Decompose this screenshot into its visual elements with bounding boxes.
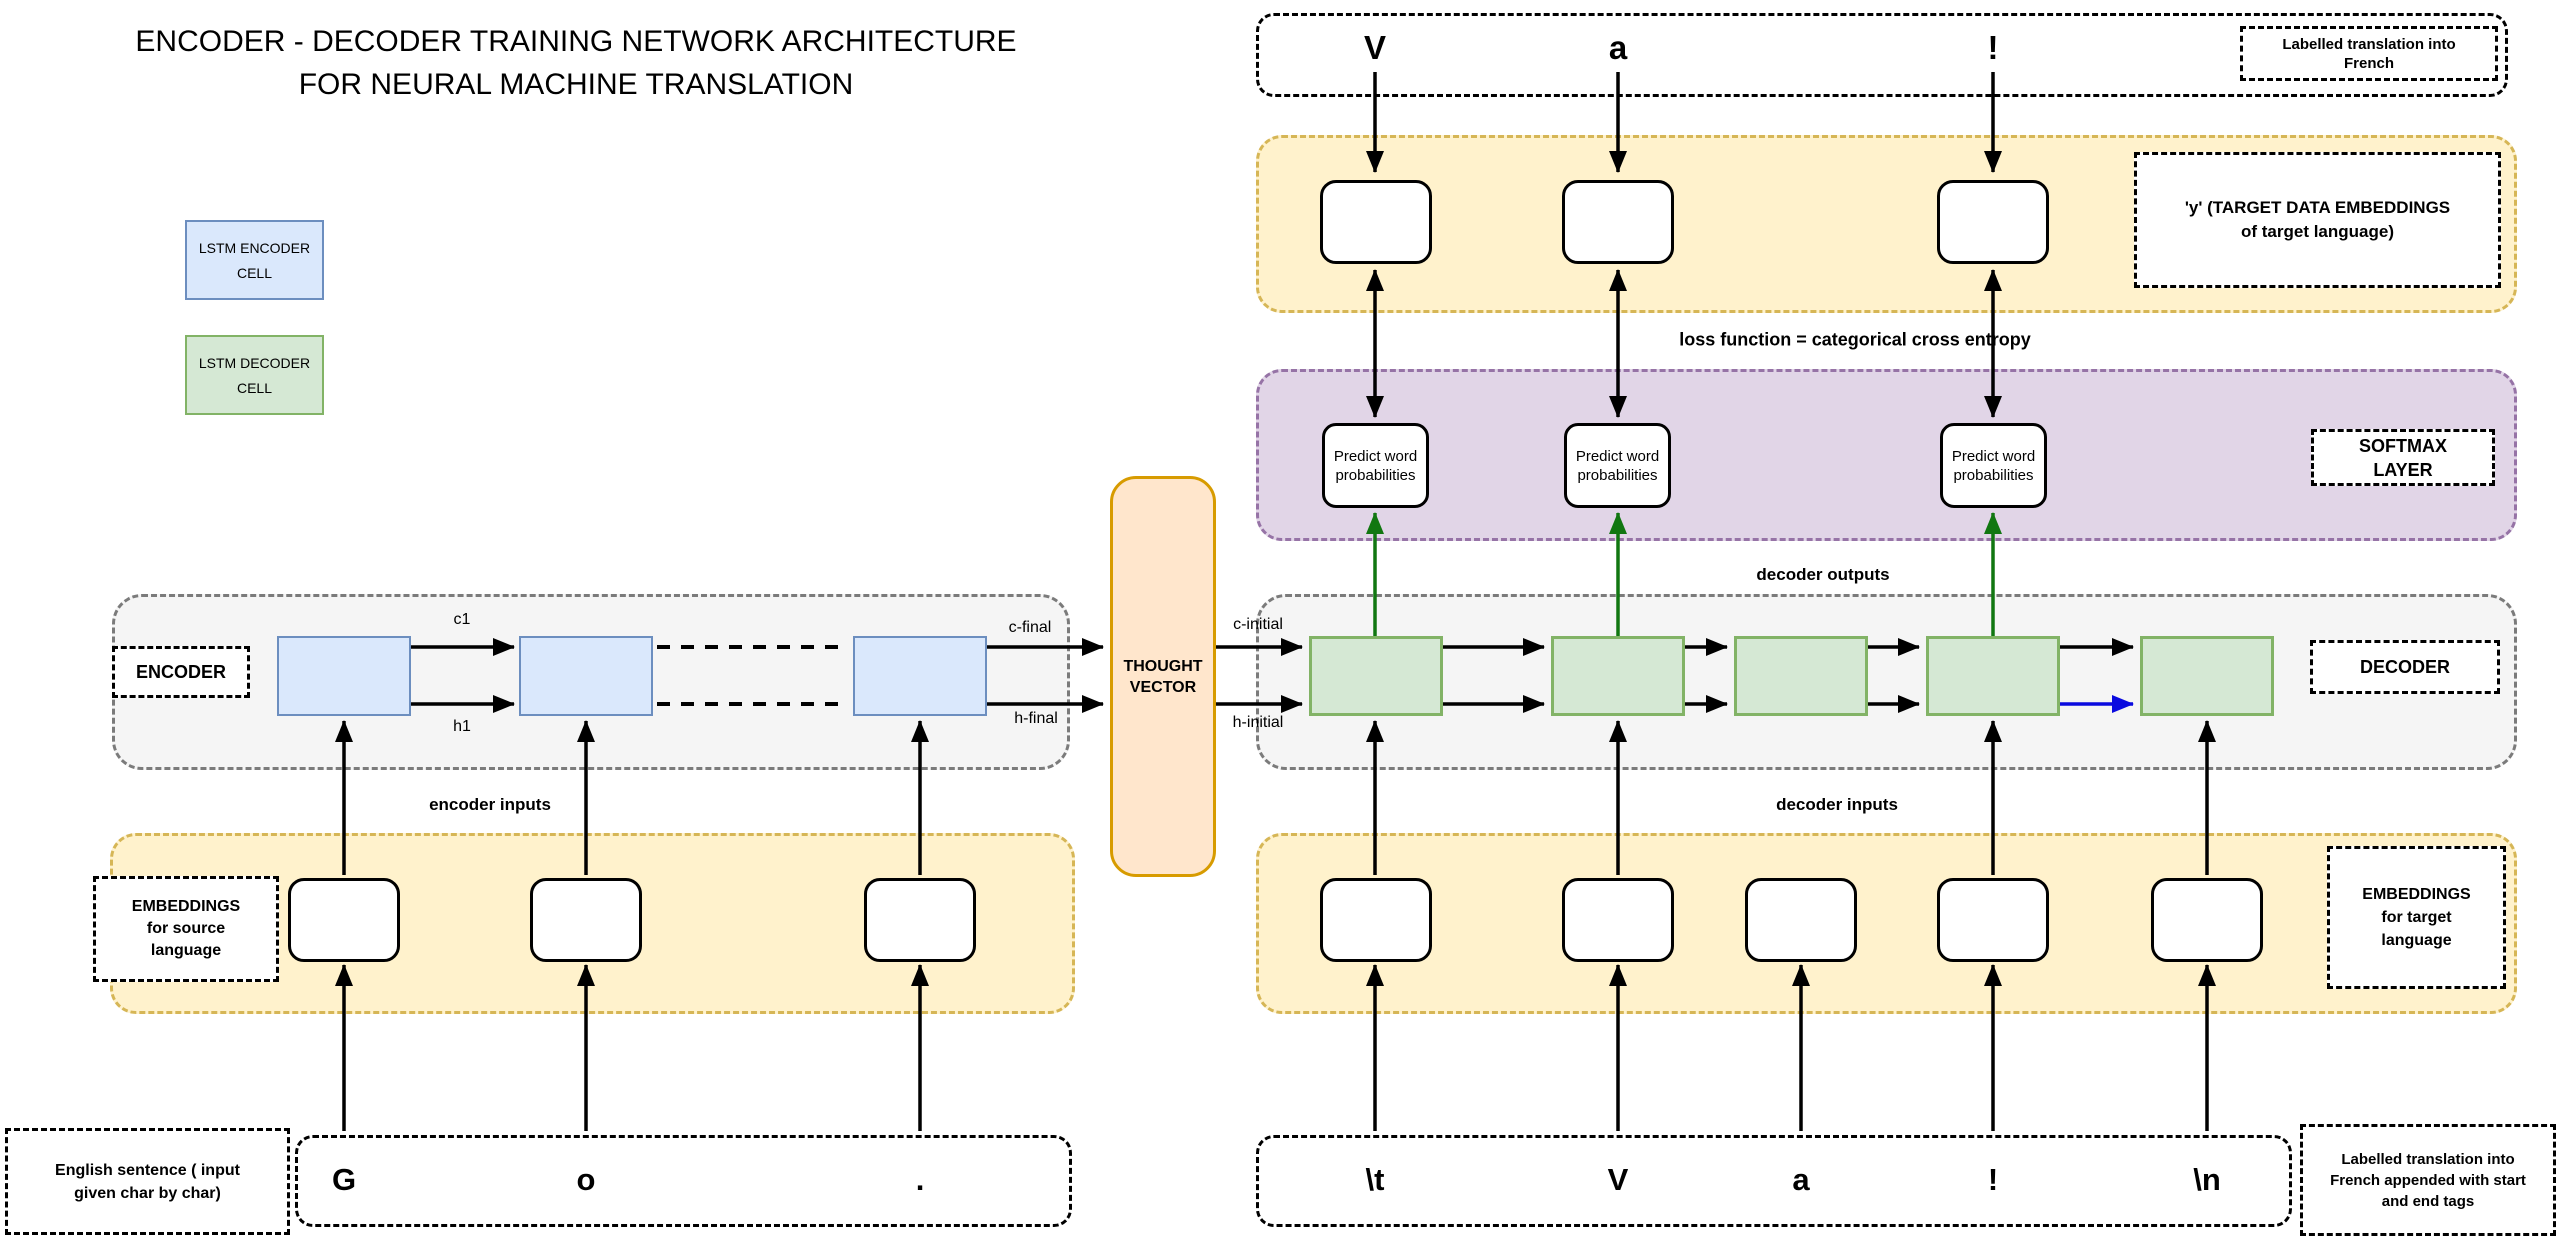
embedding-box	[1745, 878, 1857, 962]
input-char: \n	[2193, 1162, 2221, 1197]
source-sentence-row	[295, 1135, 1072, 1227]
c-final-label: c-final	[1008, 619, 1052, 636]
lstm-decoder-cell	[1309, 636, 1443, 716]
lstm-decoder-cell	[1926, 636, 2060, 716]
y-embeddings-label: 'y' (TARGET DATA EMBEDDINGS of target la…	[2134, 152, 2501, 288]
h-final-label: h-final	[1014, 710, 1058, 727]
lstm-decoder-cell	[2140, 636, 2274, 716]
legend-decoder-line1: LSTM DECODER	[198, 354, 311, 371]
legend-decoder-line2: CELL	[236, 379, 273, 396]
decoder-label: DECODER	[2310, 640, 2500, 694]
lstm-encoder-cell	[519, 636, 653, 716]
embedding-box	[1937, 878, 2049, 962]
labelled-output-row	[1256, 13, 2508, 97]
source-embeddings-label: EMBEDDINGS for source language	[93, 876, 279, 982]
input-char: !	[1987, 1162, 1999, 1197]
input-char: .	[915, 1162, 925, 1197]
input-char: a	[1792, 1162, 1810, 1197]
lstm-decoder-cell	[1734, 636, 1868, 716]
input-char: \t	[1365, 1162, 1385, 1197]
c1-label: c1	[453, 611, 471, 628]
target-embedding-box	[1562, 180, 1674, 264]
h1-label: h1	[453, 718, 471, 735]
softmax-layer-row	[1256, 369, 2517, 541]
embedding-box	[864, 878, 976, 962]
input-char: G	[331, 1162, 357, 1197]
target-sentence-row	[1256, 1135, 2292, 1227]
output-char: !	[1987, 29, 1999, 66]
embedding-box	[2151, 878, 2263, 962]
target-embedding-box	[1320, 180, 1432, 264]
predict-word-probabilities-box: Predict word probabilities	[1322, 423, 1429, 508]
legend-lstm-encoder-cell: LSTM ENCODER CELL	[185, 220, 324, 300]
legend-encoder-line1: LSTM ENCODER	[198, 239, 311, 256]
softmax-layer-label: SOFTMAX LAYER	[2311, 429, 2495, 486]
labelled-translation-note: Labelled translation into French	[2240, 26, 2498, 81]
decoder-inputs-label: decoder inputs	[1776, 795, 1898, 814]
h-initial-label: h-initial	[1232, 714, 1284, 731]
lstm-decoder-cell	[1551, 636, 1685, 716]
c-initial-label: c-initial	[1233, 616, 1283, 633]
legend-lstm-decoder-cell: LSTM DECODER CELL	[185, 335, 324, 415]
embedding-box	[1320, 878, 1432, 962]
thought-vector-box: THOUGHT VECTOR	[1110, 476, 1216, 877]
encoder-inputs-label: encoder inputs	[429, 795, 551, 814]
decoder-row	[1256, 594, 2517, 770]
embedding-box	[530, 878, 642, 962]
legend-encoder-line2: CELL	[236, 264, 273, 281]
output-char: a	[1608, 29, 1628, 66]
embedding-box	[1562, 878, 1674, 962]
predict-word-probabilities-box: Predict word probabilities	[1940, 423, 2047, 508]
french-translation-note: Labelled translation into French appende…	[2300, 1124, 2556, 1236]
encoder-label: ENCODER	[112, 646, 250, 698]
decoder-outputs-label: decoder outputs	[1756, 565, 1890, 584]
diagram-title: ENCODER - DECODER TRAINING NETWORK ARCHI…	[135, 25, 1017, 101]
english-sentence-note: English sentence ( input given char by c…	[5, 1128, 290, 1235]
target-embeddings-label: EMBEDDINGS for target language	[2327, 846, 2506, 989]
embedding-box	[288, 878, 400, 962]
lstm-encoder-cell	[277, 636, 411, 716]
input-char: o	[576, 1162, 596, 1197]
input-char: V	[1607, 1162, 1629, 1197]
output-char: V	[1363, 29, 1387, 66]
target-embeddings-row	[1256, 833, 2517, 1014]
lstm-encoder-cell	[853, 636, 987, 716]
target-embedding-box	[1937, 180, 2049, 264]
predict-word-probabilities-box: Predict word probabilities	[1564, 423, 1671, 508]
loss-function-label: loss function = categorical cross entrop…	[1679, 329, 2031, 350]
